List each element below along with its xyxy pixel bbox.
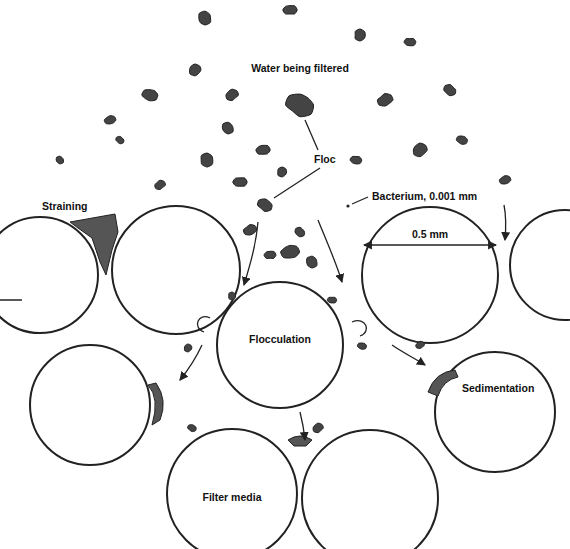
mechanism-label: Straining: [42, 200, 88, 213]
bacterium-label: Bacterium, 0.001 mm: [372, 190, 477, 203]
floc-particle: [142, 90, 158, 101]
floc-particle: [355, 29, 365, 41]
floc-particle: [350, 156, 362, 164]
grain-label: Filter media: [203, 491, 262, 504]
mechanism-label: Sedimentation: [462, 382, 534, 395]
floc-particle: [278, 167, 287, 177]
sand-grain: [0, 217, 98, 333]
floc-particle: [56, 156, 63, 164]
floc-particle: [499, 176, 511, 184]
floc-particle: [257, 199, 272, 212]
dimension-line: [364, 244, 496, 245]
floc-particle: [184, 344, 191, 352]
sand-grain: [510, 210, 570, 320]
floc-particle: [307, 256, 317, 268]
floc-particle: [222, 122, 233, 134]
sand-grain-node: Filter media: [166, 428, 298, 549]
floc-particle: [190, 64, 201, 76]
flow-line: [244, 222, 258, 285]
dimension-label: 0.5 mm: [412, 228, 448, 241]
sediment-deposit: [288, 436, 312, 446]
floc-particle: [104, 116, 116, 124]
floc-particle: [264, 251, 276, 258]
floc-particle: [155, 180, 166, 189]
floc-particle: [295, 227, 305, 237]
grain-circle: [167, 429, 297, 549]
heading-label: Water being filtered: [251, 62, 349, 75]
grain-outline: [216, 281, 344, 409]
floc-label: Floc: [314, 153, 336, 166]
sediment-deposit: [148, 383, 163, 425]
floc-particle: [229, 292, 236, 300]
floc-particle: [199, 11, 211, 25]
floc-particle: [201, 153, 213, 167]
floc-particle: [404, 39, 416, 46]
flow-line: [504, 205, 506, 240]
sand-grain: [362, 207, 498, 343]
leader-line: [305, 120, 318, 150]
sand-grain-node: Flocculation: [216, 281, 344, 409]
grain-outline: [166, 428, 298, 549]
floc-particle: [357, 343, 366, 349]
floc-particle: [226, 89, 238, 100]
floc-particle: [116, 136, 124, 143]
grain-circle: [217, 282, 343, 408]
sand-grain: [302, 430, 438, 549]
floc-particle: [413, 143, 427, 157]
floc-particle: [233, 178, 247, 186]
eddy: [197, 317, 210, 332]
flow-line: [180, 345, 202, 380]
floc-particle: [256, 145, 270, 154]
sand-grain: [30, 345, 150, 465]
floc-particle: [416, 341, 425, 348]
flow-line: [300, 412, 305, 440]
floc-particle: [313, 423, 323, 433]
sand-grain: [112, 206, 240, 334]
floc-particle: [283, 6, 297, 15]
floc-particle: [286, 94, 314, 117]
straining-deposit: [70, 214, 118, 275]
sediment-deposit: [428, 370, 458, 396]
flow-line: [318, 220, 342, 282]
floc-particle: [444, 85, 456, 96]
surface-line: [0, 299, 22, 301]
floc-particle: [281, 245, 300, 258]
floc-particle: [243, 225, 257, 235]
floc-particle: [188, 425, 197, 432]
floc-particle: [377, 94, 393, 107]
floc-particle: [456, 136, 467, 144]
floc-particle: [327, 297, 336, 303]
leader-line: [352, 197, 368, 204]
eddy: [352, 321, 366, 336]
leader-line: [274, 168, 320, 198]
bacterium: [346, 204, 349, 207]
grain-label: Flocculation: [249, 333, 311, 346]
